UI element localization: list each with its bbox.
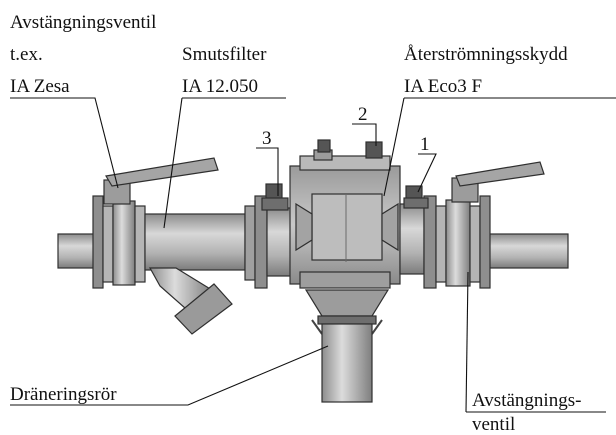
callout-number-3: 3: [262, 128, 272, 149]
label-shutoff-valve-top: Avstängningsventil t.ex. IA Zesa: [10, 12, 156, 97]
dirt-filter: [144, 205, 256, 335]
dirt-filter-line2: IA 12.050: [182, 76, 258, 97]
outlet-pipe-stub: [487, 233, 569, 269]
backflow-line2: IA Eco3 F: [404, 76, 482, 97]
shutoff-top-line2: t.ex.: [10, 44, 43, 65]
callout-number-2: 2: [358, 104, 368, 125]
dirt-filter-line1: Smutsfilter: [182, 44, 267, 65]
leader-lines: [10, 97, 616, 413]
label-dirt-filter: Smutsfilter IA 12.050: [182, 44, 267, 97]
label-drain-pipe: Dräneringsrör: [10, 384, 117, 405]
backflow-line1: Återströmningsskydd: [404, 44, 568, 65]
label-shutoff-valve-right: Avstängnings- ventil: [472, 390, 581, 435]
callout-number-1: 1: [420, 134, 430, 155]
right-connector-flange: [399, 185, 437, 289]
label-backflow-preventer: Återströmningsskydd IA Eco3 F: [404, 44, 568, 97]
backflow-preventer-body: [289, 139, 401, 289]
drain-pipe: [321, 323, 373, 403]
drain-funnel: [304, 289, 390, 335]
right-shutoff-valve: [435, 161, 545, 289]
shutoff-right-line2: ventil: [472, 414, 515, 435]
shutoff-right-line1: Avstängnings-: [472, 390, 581, 411]
shutoff-top-line1: Avstängningsventil: [10, 12, 156, 33]
shutoff-top-line3: IA Zesa: [10, 76, 70, 97]
left-connector-flange: [254, 183, 292, 289]
